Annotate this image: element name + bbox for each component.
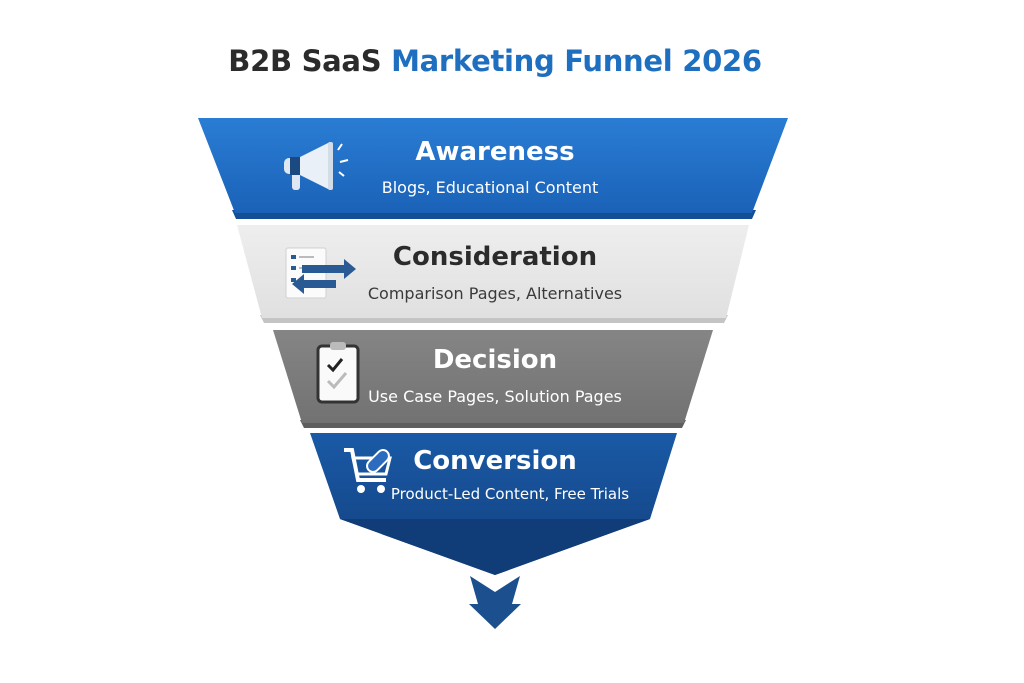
stage-consideration-content: Comparison Pages, Alternatives (367, 284, 623, 303)
decision-band (273, 330, 713, 423)
stage-decision-content: Use Case Pages, Solution Pages (368, 387, 622, 406)
clipboard-check-icon (316, 342, 360, 404)
conversion-band-tip-shade (340, 519, 650, 575)
stage-awareness-content: Blogs, Educational Content (381, 178, 599, 197)
title-part-1: B2B SaaS (228, 44, 382, 78)
stage-awareness-title: Awareness (415, 137, 575, 167)
title-part-2: Marketing Funnel 2026 (391, 44, 762, 78)
awareness-band (198, 118, 788, 213)
down-arrow-icon (469, 576, 521, 629)
diagram-title: B2B SaaS Marketing Funnel 2026 (0, 44, 990, 78)
megaphone-icon (284, 142, 349, 190)
consideration-band (237, 225, 749, 318)
comparison-checklist-icon (285, 247, 356, 299)
stage-consideration-title: Consideration (392, 242, 598, 272)
cart-tag-icon (344, 448, 392, 493)
stage-conversion-content: Product-Led Content, Free Trials (390, 485, 630, 503)
stage-decision-title: Decision (432, 345, 558, 375)
stage-conversion-title: Conversion (413, 446, 577, 476)
